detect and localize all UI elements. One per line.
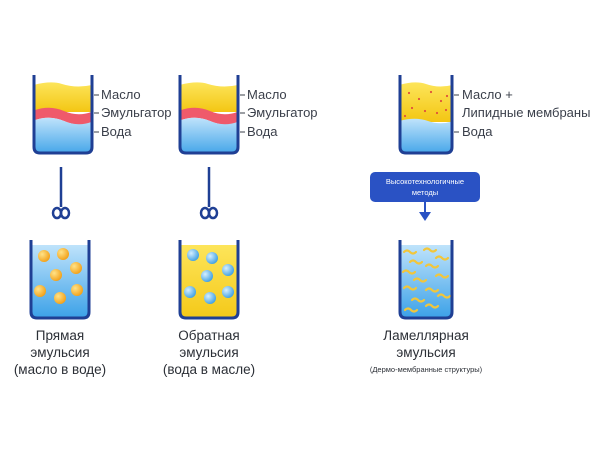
beaker-outline	[178, 75, 240, 155]
caption-line-3: (вода в масле)	[163, 362, 255, 377]
water-droplets	[184, 249, 234, 304]
beaker-2-result: Обратная эмульсия (вода в масле)	[163, 240, 255, 377]
beaker-outline	[32, 75, 94, 155]
water-layer	[34, 117, 92, 153]
label-water: Вода	[247, 124, 278, 139]
caption-line-1: Обратная	[178, 328, 239, 343]
beaker-3-result: Ламеллярная эмульсия (Дермо-мембранные с…	[370, 240, 483, 374]
membrane-dots	[403, 90, 449, 118]
label-lipid-membranes: Липидные мембраны	[462, 105, 590, 120]
lamellar-membranes	[401, 247, 452, 313]
beaker-outline	[398, 240, 454, 320]
water-layer	[180, 117, 238, 153]
emulsifier-layer	[34, 107, 92, 125]
label-emulsifier: Эмульгатор	[247, 105, 318, 120]
caption-line-1: Ламеллярная	[383, 328, 469, 343]
method-line-1: Высокотехнологичные	[386, 177, 464, 186]
water-fill	[400, 245, 452, 318]
caption-line-2: эмульсия	[30, 345, 89, 360]
beaker-2-source: Масло Эмульгатор Вода	[178, 75, 318, 155]
oil-droplets	[34, 248, 83, 304]
caption-line-3: (масло в воде)	[14, 362, 106, 377]
method-line-2: методы	[412, 188, 438, 197]
oil-layer	[180, 82, 238, 112]
mixer-icon	[199, 167, 219, 220]
beaker-1-source: Масло Эмульгатор Вода	[32, 75, 172, 155]
oil-membrane-layer	[400, 82, 452, 122]
caption-line-1: Прямая	[36, 328, 84, 343]
label-oil: Масло	[247, 87, 287, 102]
caption-line-2: эмульсия	[396, 345, 455, 360]
emulsifier-layer	[180, 107, 238, 125]
oil-layer	[34, 82, 92, 112]
label-emulsifier: Эмульгатор	[101, 105, 172, 120]
label-oil: Масло	[101, 87, 141, 102]
label-water: Вода	[462, 124, 493, 139]
caption-note: (Дермо-мембранные структуры)	[370, 365, 483, 374]
water-layer	[400, 118, 452, 153]
label-water: Вода	[101, 124, 132, 139]
label-oil-plus: Масло +	[462, 87, 513, 102]
beaker-outline	[29, 240, 91, 320]
method-box: Высокотехнологичные методы	[370, 172, 480, 221]
beaker-outline	[178, 240, 240, 320]
arrow-down-icon	[419, 212, 431, 221]
beaker-1-result: Прямая эмульсия (масло в воде)	[14, 240, 106, 377]
beaker-3-source: Масло + Липидные мембраны Вода	[398, 75, 590, 155]
beaker-outline	[398, 75, 454, 155]
caption-line-2: эмульсия	[179, 345, 238, 360]
mixer-icon	[51, 167, 71, 220]
